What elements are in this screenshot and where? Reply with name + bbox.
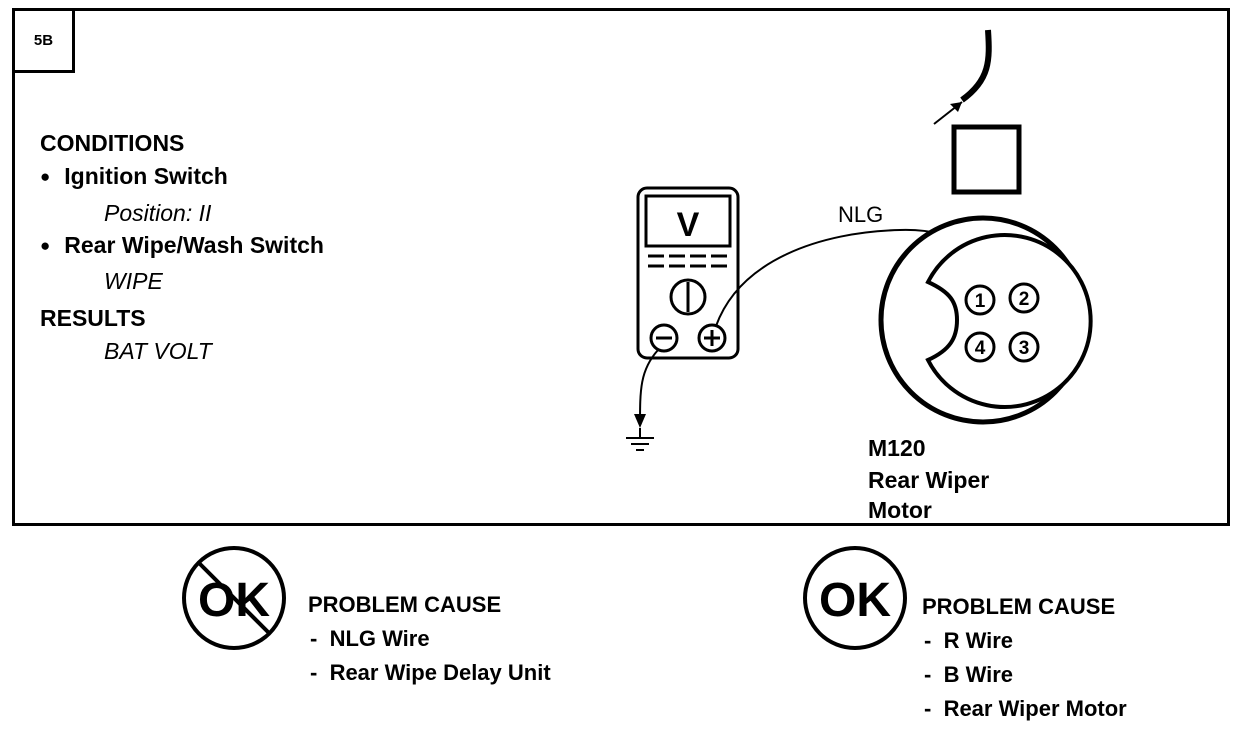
condition-ignition-value: Position: II <box>104 200 212 226</box>
pin-4-label: 4 <box>975 338 986 359</box>
condition-rear-wipe-value: WIPE <box>104 268 163 294</box>
connector-name-line1: Rear Wiper <box>868 467 989 493</box>
condition-ignition-switch: Ignition Switch <box>40 163 228 190</box>
pin-2-label: 2 <box>1019 289 1030 310</box>
connector-m120: 1 2 3 4 <box>878 215 1093 425</box>
pin-1-label: 1 <box>975 291 986 312</box>
condition-rear-wipe-switch: Rear Wipe/Wash Switch <box>40 232 324 259</box>
pin-3-label: 3 <box>1019 338 1030 359</box>
not-ok-problem-cause: PROBLEM CAUSE NLG Wire Rear Wipe Delay U… <box>308 592 551 686</box>
ok-icon: OK <box>803 546 907 650</box>
results-value: BAT VOLT <box>104 338 212 364</box>
step-tag: 5B <box>12 8 75 73</box>
not-ok-icon: OK <box>182 546 286 650</box>
condition-label: Ignition Switch <box>64 163 228 189</box>
ground-lead <box>626 349 659 451</box>
conditions-heading: CONDITIONS <box>40 130 185 156</box>
connector-id: M120 <box>868 435 926 461</box>
not-ok-cause-item: NLG Wire <box>310 626 551 652</box>
ok-cause-item: B Wire <box>924 662 1127 688</box>
ok-symbol-text: OK <box>819 574 891 627</box>
pin-4 <box>964 331 996 363</box>
multimeter-icon: V <box>636 186 740 360</box>
results-heading: RESULTS <box>40 305 146 331</box>
pin-3 <box>1008 331 1040 363</box>
not-ok-cause-item: Rear Wipe Delay Unit <box>310 660 551 686</box>
ok-cause-item: Rear Wiper Motor <box>924 696 1127 722</box>
pin-1 <box>964 284 996 316</box>
meter-display: V <box>677 206 700 244</box>
condition-label: Rear Wipe/Wash Switch <box>64 232 324 258</box>
ok-problem-cause: PROBLEM CAUSE R Wire B Wire Rear Wiper M… <box>922 594 1127 722</box>
connector-view-icon <box>933 29 1022 195</box>
not-ok-heading: PROBLEM CAUSE <box>308 592 502 617</box>
connector-name-line2: Motor <box>868 497 932 523</box>
ok-heading: PROBLEM CAUSE <box>922 594 1116 619</box>
diagram-panel <box>12 8 1230 526</box>
ground-icon <box>626 428 654 451</box>
wire-label: NLG <box>838 202 883 227</box>
pin-2 <box>1008 282 1040 314</box>
ok-cause-item: R Wire <box>924 628 1127 654</box>
